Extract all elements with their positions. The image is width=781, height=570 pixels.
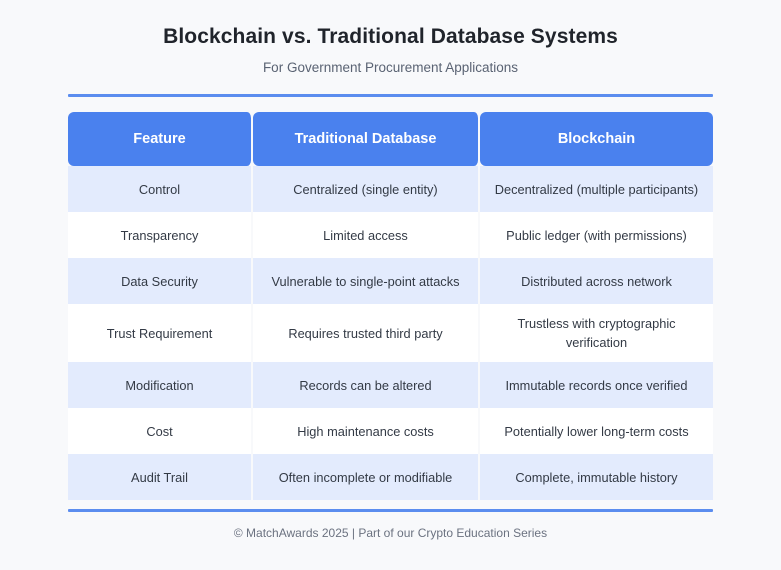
column-header-blockchain[interactable]: Blockchain [480,112,713,166]
page-title: Blockchain vs. Traditional Database Syst… [163,25,618,48]
page-subtitle: For Government Procurement Applications [262,60,519,75]
table-row: Audit Trail Often incomplete or modifiab… [68,454,713,500]
cell-traditional: Limited access [253,212,480,258]
table-row: Trust Requirement Requires trusted third… [68,304,713,362]
footer-attribution: © MatchAwards 2025 | Part of our Crypto … [233,526,548,540]
cell-traditional: Centralized (single entity) [253,166,480,212]
cell-traditional: Requires trusted third party [253,304,480,362]
cell-blockchain: Trustless with cryptographic verificatio… [480,304,713,362]
column-header-traditional-database[interactable]: Traditional Database [253,112,480,166]
cell-traditional: Often incomplete or modifiable [253,454,480,500]
cell-feature: Audit Trail [68,454,253,500]
table-row: Control Centralized (single entity) Dece… [68,166,713,212]
table-row: Data Security Vulnerable to single-point… [68,258,713,304]
table-row: Modification Records can be altered Immu… [68,362,713,408]
table-row: Transparency Limited access Public ledge… [68,212,713,258]
table-row: Cost High maintenance costs Potentially … [68,408,713,454]
divider-top [68,94,713,97]
cell-blockchain: Potentially lower long-term costs [480,408,713,454]
cell-blockchain: Decentralized (multiple participants) [480,166,713,212]
cell-traditional: Records can be altered [253,362,480,408]
cell-feature: Trust Requirement [68,304,253,362]
cell-blockchain: Public ledger (with permissions) [480,212,713,258]
cell-feature: Data Security [68,258,253,304]
cell-traditional: Vulnerable to single-point attacks [253,258,480,304]
cell-feature: Modification [68,362,253,408]
header-block: Blockchain vs. Traditional Database Syst… [0,0,781,77]
column-header-feature[interactable]: Feature [68,112,253,166]
cell-blockchain: Immutable records once verified [480,362,713,408]
comparison-table: Feature Traditional Database Blockchain … [68,112,713,500]
comparison-table-wrapper: Feature Traditional Database Blockchain … [68,112,713,500]
cell-feature: Control [68,166,253,212]
cell-blockchain: Complete, immutable history [480,454,713,500]
cell-feature: Cost [68,408,253,454]
table-header-row: Feature Traditional Database Blockchain [68,112,713,166]
table-body: Control Centralized (single entity) Dece… [68,166,713,500]
cell-traditional: High maintenance costs [253,408,480,454]
cell-feature: Transparency [68,212,253,258]
cell-blockchain: Distributed across network [480,258,713,304]
table-header: Feature Traditional Database Blockchain [68,112,713,166]
divider-bottom [68,509,713,512]
